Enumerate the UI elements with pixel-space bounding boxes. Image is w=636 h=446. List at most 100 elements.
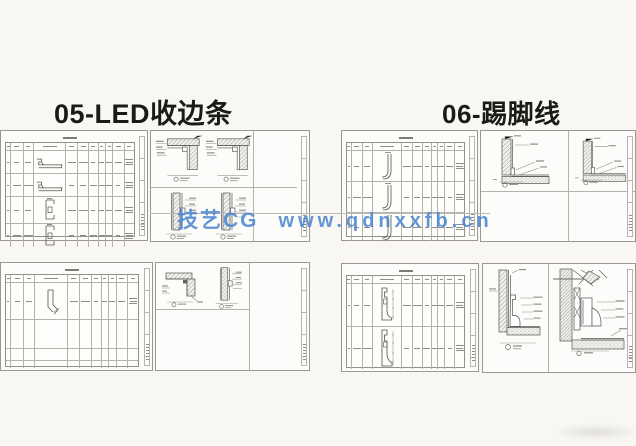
illegible-text (125, 184, 133, 186)
illegible-text (44, 278, 59, 279)
table-cell (6, 320, 12, 348)
sheet-05-schedule-1 (0, 130, 148, 247)
table-cell (92, 283, 102, 319)
illegible-text (446, 226, 454, 228)
illegible-text (89, 184, 97, 186)
table-cell (6, 151, 12, 173)
illegible-text (432, 146, 436, 147)
header-cell (455, 276, 464, 283)
cell-divider (253, 131, 254, 241)
illegible-text (119, 278, 125, 279)
table-cell (11, 197, 24, 223)
detail-drawing-cell (493, 135, 557, 188)
table-cell (402, 151, 413, 181)
sheet-06-details-1 (480, 130, 636, 242)
table-cell (80, 283, 92, 319)
table-cell (423, 182, 432, 212)
illegible-text (447, 196, 452, 198)
detail-drawing-cell (488, 267, 544, 353)
header-cell (68, 275, 81, 282)
table-cell (98, 174, 106, 196)
sheet-05-details-2 (155, 262, 310, 371)
illegible-text (7, 184, 10, 186)
illegible-text (438, 165, 445, 167)
illegible-text (125, 235, 133, 236)
illegible-text (404, 146, 410, 147)
illegible-text (91, 146, 96, 147)
illegible-text (347, 304, 350, 306)
section-title-05-led-trim: 05-LED收边条 (54, 99, 233, 129)
wall-section-detail-drawing (215, 267, 242, 309)
table-cell (34, 197, 67, 223)
header-cell (89, 143, 99, 150)
table-cell (347, 284, 352, 326)
detail-drawing-cell (575, 135, 633, 188)
illegible-text (80, 184, 87, 186)
illegible-text (404, 279, 410, 280)
table-cell (92, 320, 102, 348)
table-cell (106, 197, 114, 223)
table-cell (438, 182, 446, 212)
skirting-j-profile-thumbnail (382, 152, 392, 180)
sheet-title-block (139, 136, 145, 236)
illegible-text (404, 196, 410, 198)
illegible-text (125, 159, 134, 160)
cell-divider (156, 309, 249, 310)
cell-divider (481, 191, 635, 192)
header-cell (102, 275, 110, 282)
table-title (346, 133, 465, 142)
table-cell (99, 197, 106, 223)
table-cell (412, 213, 424, 241)
table-cell (423, 151, 432, 181)
illegible-text (412, 226, 422, 228)
illegible-text (439, 279, 443, 280)
table-cell (92, 349, 102, 360)
illegible-text (26, 300, 33, 302)
table-cell (347, 213, 352, 241)
table-cell (347, 182, 352, 212)
table-cell (352, 284, 364, 326)
table-title (346, 266, 465, 275)
table-cell (24, 320, 35, 348)
table-cell (431, 151, 439, 181)
table-cell (347, 151, 352, 181)
header-cell (66, 143, 78, 150)
illegible-text (414, 279, 420, 280)
table-cell (352, 151, 364, 181)
illegible-text (14, 161, 20, 163)
illegible-text (438, 226, 445, 228)
table-row (347, 213, 464, 241)
table-cell (373, 151, 403, 181)
header-cell (128, 275, 138, 282)
table-cell (89, 174, 99, 196)
table-cell (105, 174, 114, 196)
table-cell (102, 361, 110, 368)
illegible-text (455, 229, 464, 230)
illegible-text (78, 209, 88, 211)
table-cell (11, 174, 24, 196)
illegible-text (365, 279, 370, 280)
illegible-text (354, 146, 360, 147)
illegible-text (439, 146, 443, 147)
cell-divider (151, 187, 297, 188)
illegible-text (457, 146, 462, 147)
table-cell (402, 284, 413, 326)
table-cell (455, 284, 464, 326)
table-cell (68, 283, 81, 319)
illegible-text (109, 300, 116, 302)
header-cell (413, 276, 424, 283)
header-cell (117, 275, 129, 282)
table-cell (431, 182, 439, 212)
illegible-text (438, 196, 445, 198)
table-cell (402, 182, 413, 212)
illegible-text (71, 278, 77, 279)
illegible-text (352, 196, 361, 198)
illegible-text (63, 136, 77, 139)
illegible-text (23, 235, 33, 236)
illegible-text (424, 226, 429, 228)
illegible-text (131, 278, 136, 279)
header-cell (373, 143, 403, 150)
illegible-text (431, 347, 438, 349)
illegible-text (12, 235, 21, 236)
illegible-text (94, 278, 99, 279)
